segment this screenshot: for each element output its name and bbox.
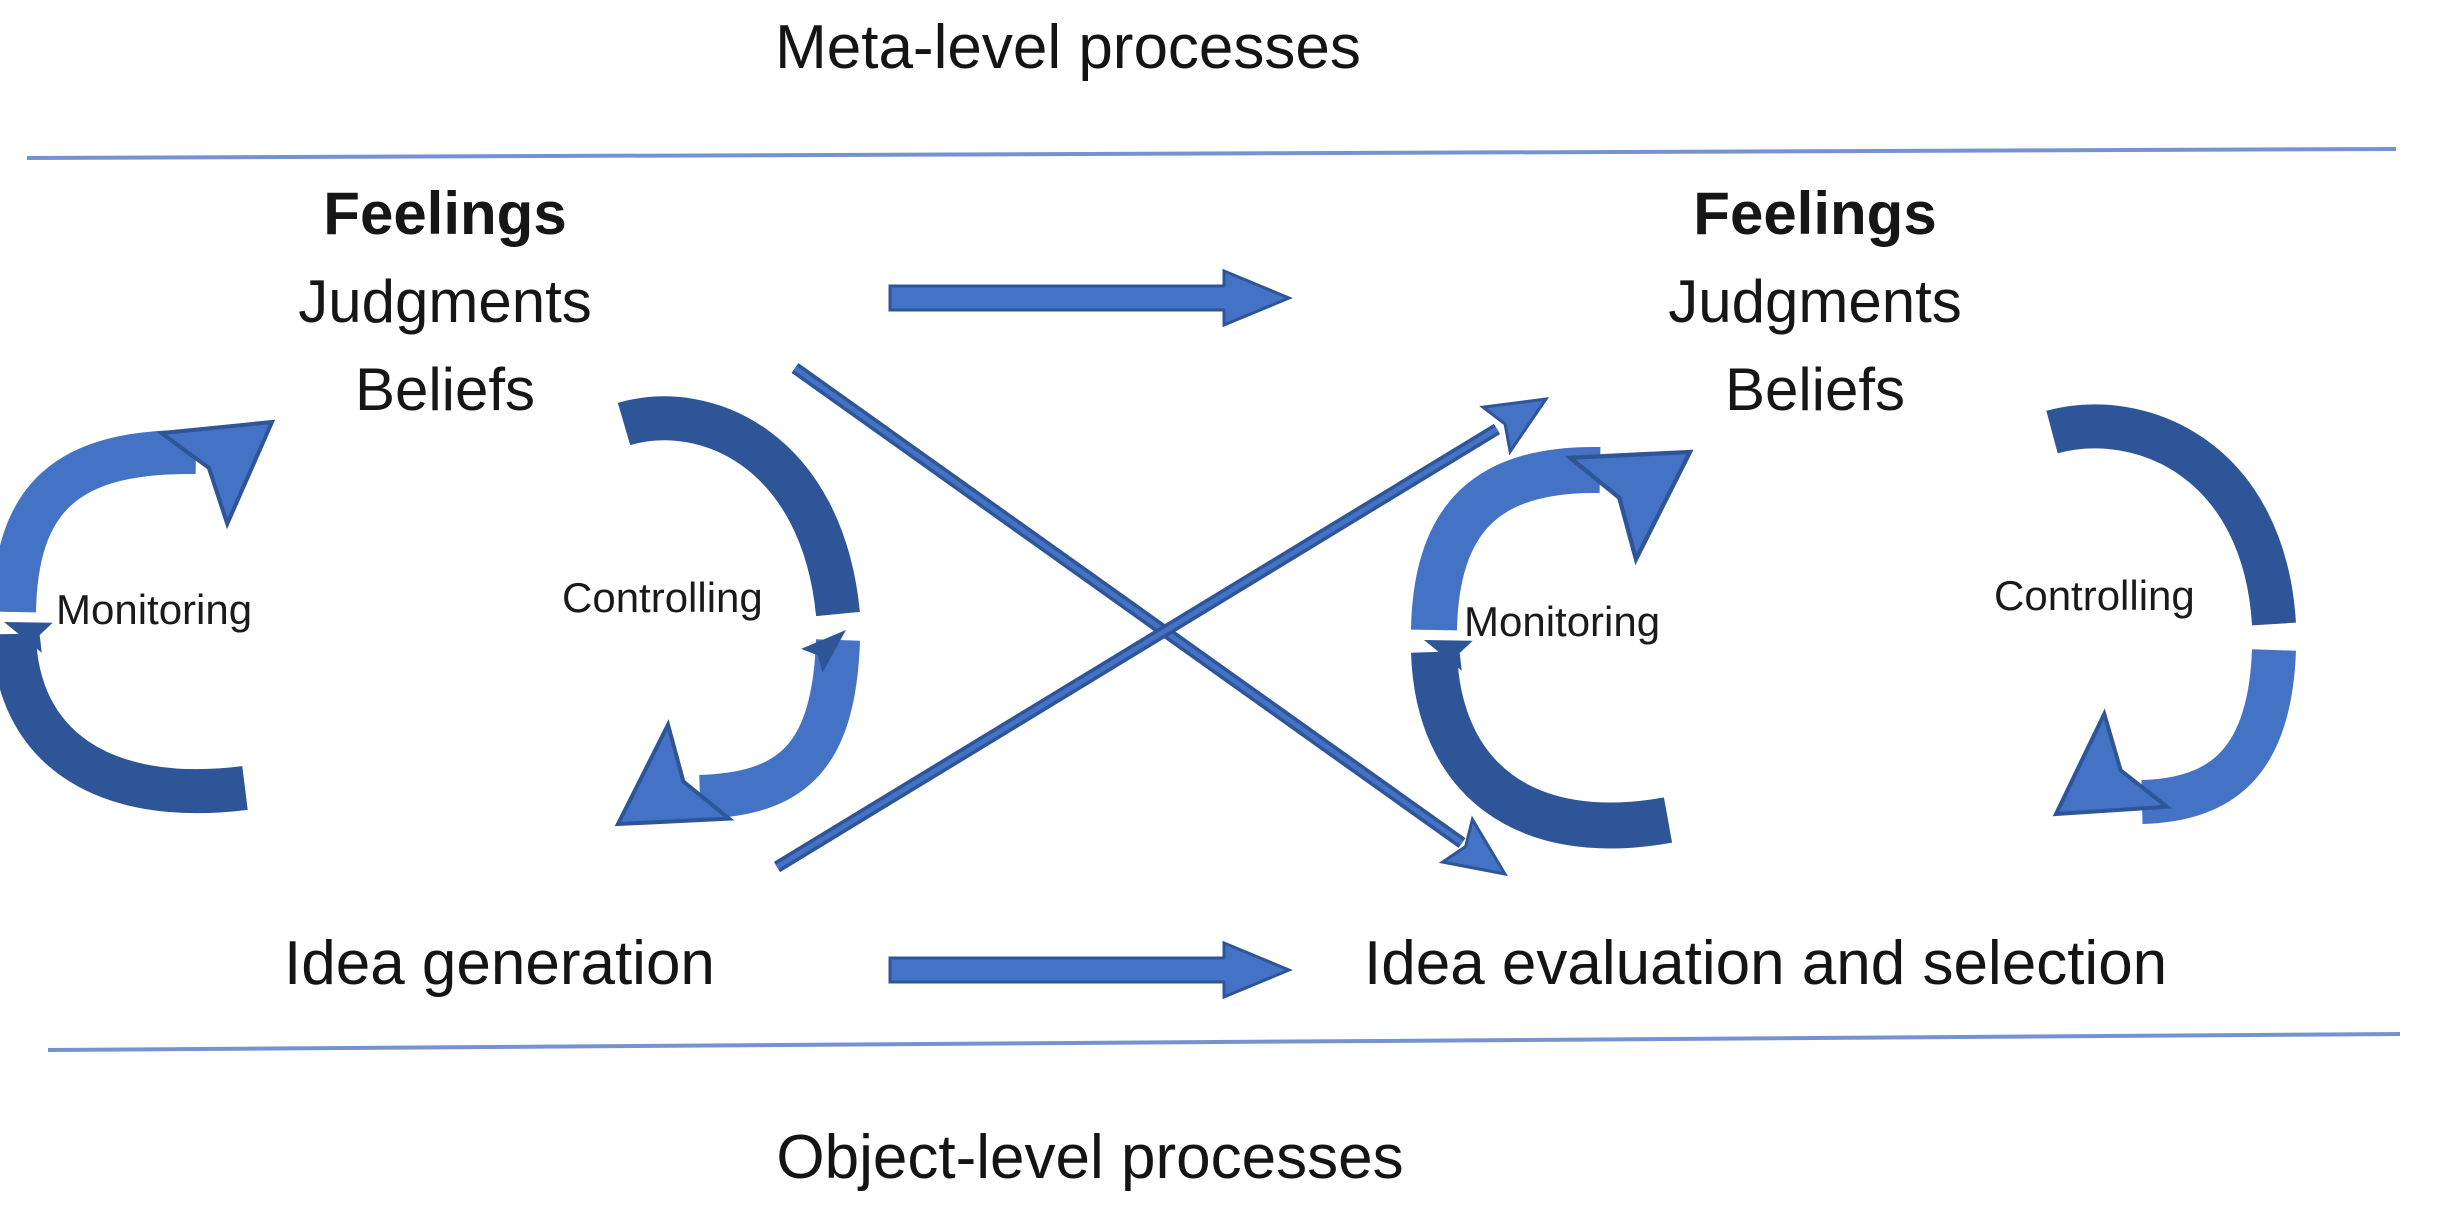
meta-state-right-feelings: Feelings bbox=[1693, 180, 1937, 247]
monitoring-right-label: Monitoring bbox=[1464, 598, 1661, 645]
meta-state-left-beliefs: Beliefs bbox=[354, 356, 536, 423]
arrow-generation-to-evaluation bbox=[888, 940, 1293, 1000]
arrow-meta-left-to-evaluation bbox=[791, 363, 1509, 877]
meta-level-divider-line bbox=[26, 147, 2397, 160]
controlling-right-label: Controlling bbox=[1994, 572, 2195, 619]
meta-state-right: Feelings Judgments Beliefs bbox=[1605, 170, 2025, 434]
idea-evaluation-label: Idea evaluation and selection bbox=[1364, 929, 2168, 998]
meta-state-right-judgments: Judgments bbox=[1668, 268, 1962, 335]
cycle-arrow-monitoring-right bbox=[1411, 446, 1694, 849]
meta-state-left-feelings: Feelings bbox=[323, 180, 567, 247]
object-level-divider-line bbox=[47, 1032, 2401, 1052]
cycle-arrow-controlling-right bbox=[2046, 404, 2296, 824]
meta-state-left-judgments: Judgments bbox=[298, 268, 592, 335]
cycle-arrow-controlling-left bbox=[614, 396, 860, 827]
meta-state-left: Feelings Judgments Beliefs bbox=[235, 170, 655, 434]
object-level-title: Object-level processes bbox=[776, 1123, 1404, 1192]
meta-level-title: Meta-level processes bbox=[775, 13, 1361, 82]
controlling-left-label: Controlling bbox=[562, 574, 763, 621]
meta-state-right-beliefs: Beliefs bbox=[1724, 356, 1906, 423]
arrow-meta-left-to-meta-right bbox=[888, 268, 1293, 328]
arrow-generation-to-meta-right bbox=[773, 397, 1550, 873]
idea-generation-label: Idea generation bbox=[284, 929, 715, 998]
monitoring-left-label: Monitoring bbox=[56, 586, 253, 633]
cycle-arrow-monitoring-left bbox=[0, 419, 276, 814]
